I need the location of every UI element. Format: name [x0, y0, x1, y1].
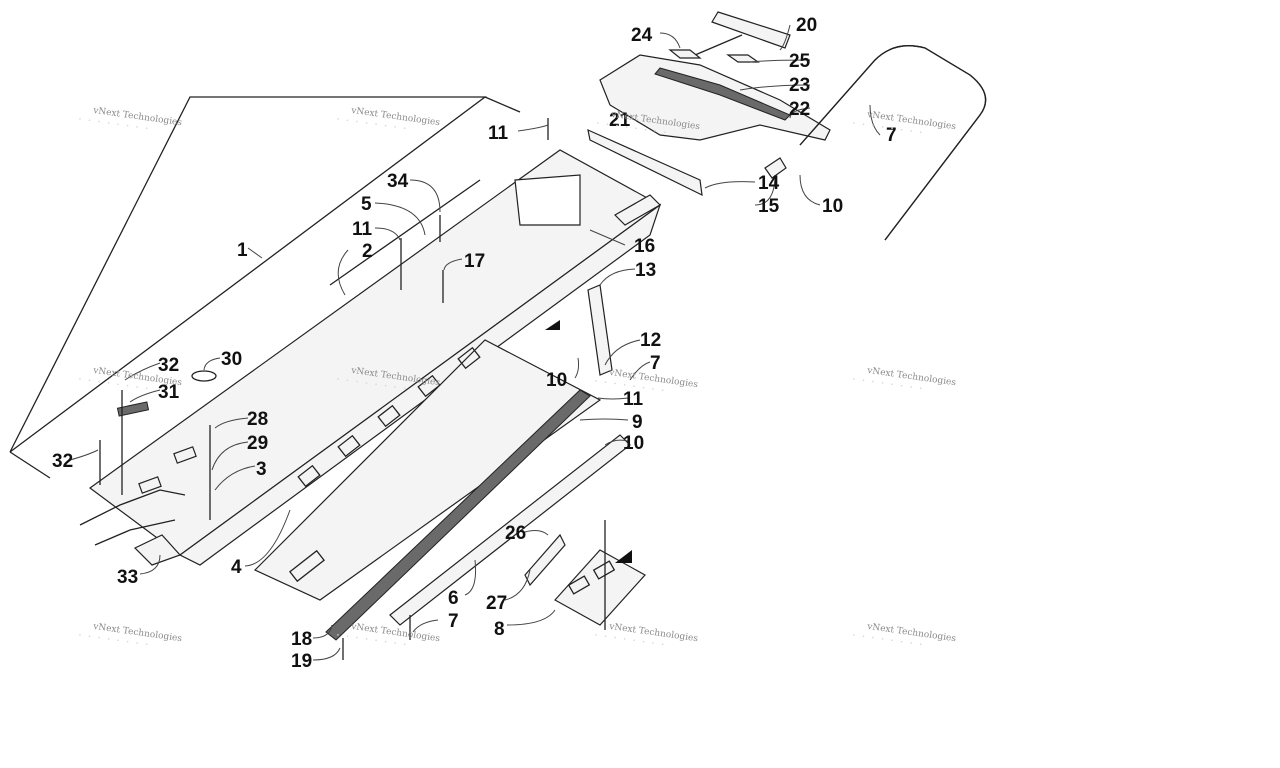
callout-11-top[interactable]: 11: [488, 123, 509, 144]
part-25-decal: [726, 54, 760, 63]
part-4-running-board: [253, 339, 602, 601]
part-22-seat-cover: [599, 54, 831, 141]
callout-8[interactable]: 8: [494, 619, 505, 640]
front-harness-assembly: [79, 446, 197, 546]
part-18-rail: [325, 389, 591, 641]
part-20-handle: [687, 11, 791, 59]
callout-9[interactable]: 9: [632, 412, 643, 433]
part-6-rail: [389, 434, 631, 626]
callout-34[interactable]: 34: [387, 171, 409, 192]
part-33-label: [133, 534, 182, 566]
part-1-tunnel-outline: [9, 96, 521, 479]
callout-13[interactable]: 13: [635, 260, 656, 281]
fasteners: [99, 118, 606, 660]
part-12-brace: [587, 284, 613, 376]
part-27-bracket: [524, 533, 566, 587]
callout-23[interactable]: 23: [789, 75, 810, 96]
callout-14[interactable]: 14: [758, 173, 780, 194]
callout-30[interactable]: 30: [221, 349, 242, 370]
callout-27[interactable]: 27: [486, 593, 507, 614]
callout-11-rail[interactable]: 11: [623, 389, 644, 410]
part-16-plate: [614, 194, 661, 226]
callout-3[interactable]: 3: [256, 459, 267, 480]
callout-16[interactable]: 16: [634, 236, 655, 257]
callout-31[interactable]: 31: [158, 382, 180, 403]
callout-11-mid[interactable]: 11: [352, 219, 373, 240]
callout-28[interactable]: 28: [247, 409, 268, 430]
callout-18[interactable]: 18: [291, 629, 312, 650]
callout-24[interactable]: 24: [631, 25, 653, 46]
callout-19[interactable]: 19: [291, 651, 312, 672]
callout-17[interactable]: 17: [464, 251, 485, 272]
part-14-rear-bar: [587, 128, 703, 197]
callout-labels: 1 2 3 4 5 6 7 7 7 8 9 10 10 10 11 11 11 …: [52, 15, 897, 672]
callout-7-brace[interactable]: 7: [650, 353, 661, 374]
callout-4[interactable]: 4: [231, 557, 242, 578]
part-15-spacer: [764, 157, 787, 179]
callout-22[interactable]: 22: [789, 99, 810, 120]
part-24-decal: [668, 49, 702, 59]
callout-15[interactable]: 15: [758, 196, 780, 217]
callout-7-rail[interactable]: 7: [448, 611, 459, 632]
callout-32-top[interactable]: 32: [158, 355, 179, 376]
callout-20[interactable]: 20: [796, 15, 817, 36]
direction-arrow: [615, 550, 632, 563]
callout-25[interactable]: 25: [789, 51, 811, 72]
callout-1[interactable]: 1: [237, 240, 248, 261]
callout-6[interactable]: 6: [448, 588, 459, 609]
callout-7-grab-bar[interactable]: 7: [886, 125, 897, 146]
callout-5[interactable]: 5: [361, 194, 372, 215]
callout-33[interactable]: 33: [117, 567, 138, 588]
callout-10-tunnel[interactable]: 10: [546, 370, 567, 391]
part-grab-bar: [799, 45, 987, 241]
cutout-pattern: [288, 346, 481, 583]
part-8-bracket-plate: [554, 549, 646, 626]
leader-lines: [69, 24, 881, 661]
callout-26[interactable]: 26: [505, 523, 526, 544]
part-30-ring: [191, 370, 217, 382]
callout-21[interactable]: 21: [609, 110, 631, 131]
callout-10-rail[interactable]: 10: [623, 433, 644, 454]
callout-2[interactable]: 2: [362, 241, 373, 262]
callout-10-grab-bar[interactable]: 10: [822, 196, 843, 217]
callout-29[interactable]: 29: [247, 433, 268, 454]
callout-32-side[interactable]: 32: [52, 451, 73, 472]
direction-arrow: [545, 320, 560, 330]
callout-12[interactable]: 12: [640, 330, 661, 351]
part-31-strip: [116, 401, 150, 417]
